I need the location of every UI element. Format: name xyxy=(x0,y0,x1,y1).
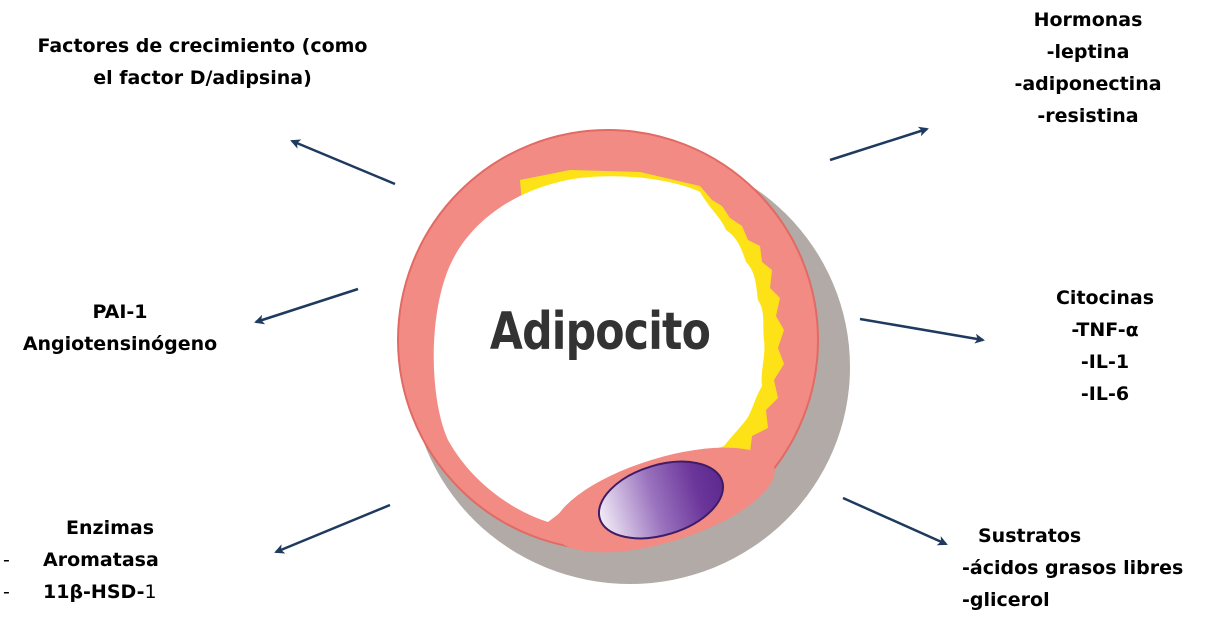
enzymes-title: Enzimas xyxy=(3,512,243,544)
pai-line-1: PAI-1 xyxy=(0,296,240,328)
growth-factors-line-1: Factores de crecimiento (como xyxy=(0,30,405,62)
label-substrates: Sustratos -ácidos grasos libres -glicero… xyxy=(962,520,1212,616)
label-cytokines: Citocinas -TNF-α -IL-1 -IL-6 xyxy=(1035,282,1175,410)
hormone-item: -leptina xyxy=(988,36,1188,68)
hormone-item: -resistina xyxy=(988,100,1188,132)
growth-factors-line-2: el factor D/adipsina) xyxy=(0,62,405,94)
cytokines-title: Citocinas xyxy=(1035,282,1175,314)
substrate-item: -ácidos grasos libres xyxy=(962,552,1212,584)
label-enzymes: Enzimas -Aromatasa -11β-HSD-1 xyxy=(3,512,243,608)
enzyme-hsd: 11β-HSD- xyxy=(43,581,145,603)
arrow-hormones xyxy=(830,129,927,160)
pai-line-2: Angiotensinógeno xyxy=(0,328,240,360)
enzyme-aromatasa: Aromatasa xyxy=(43,549,159,571)
cytokine-item: -TNF-α xyxy=(1035,314,1175,346)
hormones-title: Hormonas xyxy=(988,4,1188,36)
arrow-cytokines xyxy=(860,319,983,340)
substrates-title: Sustratos xyxy=(962,520,1212,552)
bullet-dash: - xyxy=(3,576,43,608)
arrow-substrates xyxy=(843,498,946,544)
arrow-pai xyxy=(256,289,358,322)
label-pai: PAI-1 Angiotensinógeno xyxy=(0,296,240,360)
arrow-growth-factors xyxy=(292,141,395,184)
enzyme-hsd-suffix: 1 xyxy=(145,581,157,603)
label-hormones: Hormonas -leptina -adiponectina -resisti… xyxy=(988,4,1188,132)
enzyme-item-hsd: -11β-HSD-1 xyxy=(3,576,243,608)
arrow-enzymes xyxy=(276,505,390,552)
label-growth-factors: Factores de crecimiento (como el factor … xyxy=(0,30,405,94)
cytokine-item: -IL-6 xyxy=(1035,378,1175,410)
cytokine-item: -IL-1 xyxy=(1035,346,1175,378)
bullet-dash: - xyxy=(3,544,43,576)
cell-title: Adipocito xyxy=(473,300,727,364)
enzyme-item-aromatasa: -Aromatasa xyxy=(3,544,243,576)
hormone-item: -adiponectina xyxy=(988,68,1188,100)
substrate-item: -glicerol xyxy=(962,584,1212,616)
